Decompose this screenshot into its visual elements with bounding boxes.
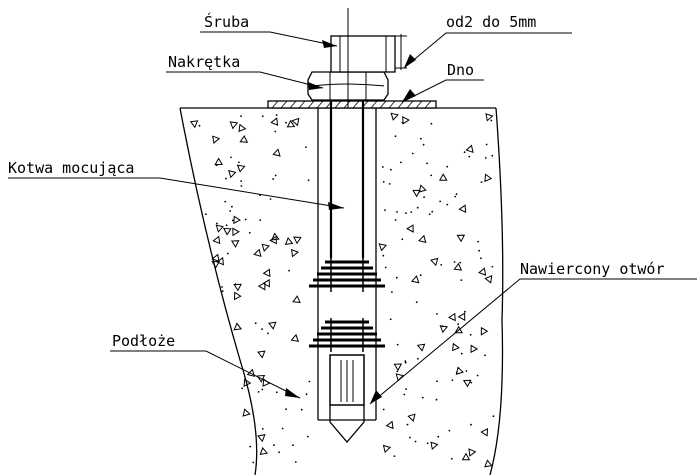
label-podloze: Podłoże: [112, 332, 175, 350]
expansion-sleeve-lower: [309, 318, 385, 352]
label-kotwa: Kotwa mocująca: [8, 159, 134, 177]
anchor-body: [329, 100, 365, 444]
label-gap: od2 do 5mm: [446, 13, 536, 31]
drilled-hole: [317, 108, 377, 421]
aggregate-texture: [189, 112, 495, 468]
expansion-sleeve-upper: [309, 258, 385, 292]
label-sruba: Śruba: [204, 12, 249, 31]
leader-lines: [8, 31, 697, 405]
bolt: [330, 8, 396, 108]
label-nakretka: Nakrętka: [168, 53, 240, 71]
label-dno: Dno: [447, 61, 474, 79]
label-otwor: Nawiercony otwór: [520, 260, 665, 278]
base-plate: [267, 100, 437, 109]
gap-dimension: [395, 34, 407, 70]
